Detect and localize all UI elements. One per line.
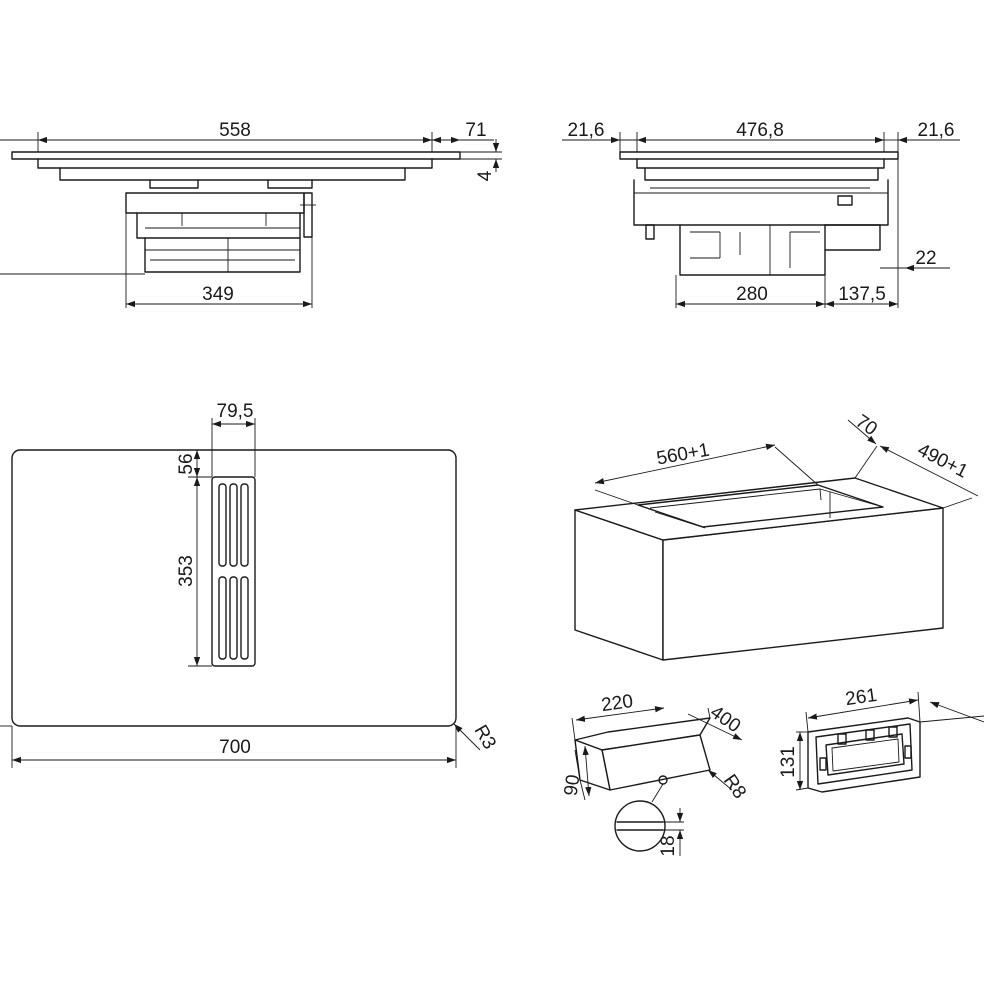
dim-duct-length: 220 [575, 691, 665, 722]
dim-side-depth: 349 [126, 284, 312, 308]
flange-view: 261 131 [778, 685, 984, 793]
dim-cutout-width: 560+1 [594, 440, 776, 485]
dim-label: 56 [176, 453, 197, 474]
front-view: 21,6 476,8 21,6 22 280 137,5 [562, 120, 960, 308]
dim-front-clearance: 22 [905, 248, 950, 272]
worktop-block [574, 477, 944, 661]
dim-label: 21,6 [568, 120, 605, 141]
dim-label: 4 [475, 170, 496, 181]
dim-label: R8 [719, 771, 750, 803]
dim-front-right-margin: 21,6 [884, 120, 960, 144]
dim-cutout-depth: 490+1 [879, 440, 979, 497]
dim-label: 560+1 [655, 440, 711, 470]
dim-label: 137,5 [838, 284, 886, 305]
dim-label: 558 [219, 120, 251, 141]
dim-front-offset: 137,5 [825, 284, 898, 308]
dim-front-width: 476,8 [637, 120, 884, 144]
dim-label: 353 [176, 555, 197, 587]
dim-side-width: 558 [0, 120, 432, 144]
dim-label: 400 [706, 702, 744, 737]
dim-label: 71 [465, 120, 486, 141]
dim-label: 349 [202, 284, 234, 305]
vent-grille [211, 476, 256, 667]
dim-label: 79,5 [217, 401, 254, 422]
duct-detail-circle [614, 800, 684, 852]
dim-label: 131 [778, 746, 799, 778]
dim-label: 18 [658, 835, 679, 856]
dim-front-left-margin: 21,6 [562, 120, 637, 144]
dim-label: 700 [219, 737, 251, 758]
dim-front-unit-width: 280 [676, 284, 825, 308]
dim-label: 261 [844, 685, 878, 710]
dim-label: 476,8 [736, 120, 784, 141]
dim-label: 220 [600, 691, 634, 716]
duct-view: 220 400 90 R8 18 [561, 691, 750, 857]
dim-label: 490+1 [914, 440, 971, 483]
front-view-hob-body [619, 151, 899, 276]
dim-label: 90 [561, 773, 585, 797]
dim-label: 22 [915, 248, 936, 269]
dim-corner-radius: R3 [453, 721, 500, 753]
cutout-guide-lines [594, 445, 973, 509]
hob-outline [11, 449, 457, 727]
dim-flange-depth-partial [929, 701, 984, 723]
dim-detail-thickness: 18 [658, 808, 684, 857]
dim-vent-length: 353 [176, 477, 201, 666]
dim-hob-width: 700 [12, 737, 456, 764]
duct-guide-lines [571, 707, 711, 801]
dim-label: 21,6 [918, 120, 955, 141]
dim-label: 280 [736, 284, 768, 305]
dim-vent-width: 79,5 [212, 401, 255, 428]
dim-duct-height: 90 [561, 745, 592, 797]
side-view-hob-body [11, 151, 461, 273]
top-view: 79,5 56 353 700 R3 [0, 401, 500, 768]
dim-side-overhang: 71 [432, 120, 494, 144]
cutout-view: 560+1 70 490+1 [574, 411, 979, 661]
dim-label: 70 [851, 411, 880, 440]
dim-cutout-rear-gap: 70 [847, 411, 881, 445]
dim-duct-radius: R8 [707, 769, 750, 803]
dim-label: R3 [470, 721, 500, 753]
side-view: 558 71 4 349 [0, 120, 502, 308]
top-view-guide-lines [0, 418, 457, 768]
dim-flange-width: 261 [807, 685, 919, 720]
dim-side-thickness: 4 [475, 139, 500, 181]
dim-flange-height: 131 [778, 732, 804, 790]
dim-vent-offset: 56 [176, 450, 201, 477]
